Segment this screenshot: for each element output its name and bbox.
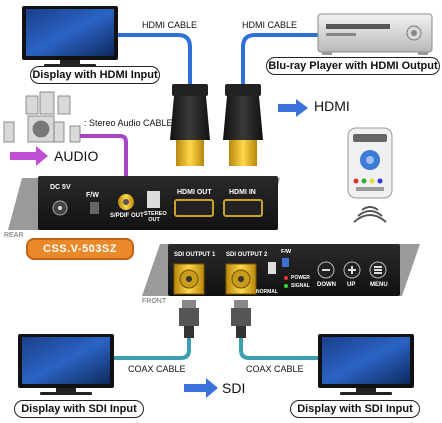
sdi-display-left bbox=[18, 334, 114, 395]
rear-fw-label: F/W bbox=[86, 192, 99, 199]
hdmi-cable-right-label: HDMI CABLE bbox=[242, 20, 298, 30]
bluray-player bbox=[317, 13, 433, 55]
bnc-connector-left bbox=[179, 300, 199, 338]
sdi-arrow bbox=[184, 378, 218, 398]
remote-control bbox=[347, 127, 393, 223]
coax-cable-right-label: COAX CABLE bbox=[246, 364, 304, 374]
model-badge: CSS.V-503SZ bbox=[26, 238, 134, 260]
hdmi-cable-right bbox=[241, 33, 318, 85]
hdmi-cable-left-label: HDMI CABLE bbox=[142, 20, 198, 30]
down-button-label: DOWN bbox=[317, 282, 336, 288]
spdif-label: S/PDIF OUT bbox=[110, 213, 144, 219]
coax-cable-left bbox=[112, 338, 191, 360]
front-label: FRONT bbox=[142, 298, 167, 305]
signal-label: SIGNAL bbox=[291, 283, 310, 289]
hdmi-display bbox=[22, 6, 118, 67]
audio-signal-label: AUDIO bbox=[54, 148, 99, 164]
hdmi-cable-left bbox=[98, 33, 192, 85]
stereo-out-label: STEREO OUT bbox=[144, 211, 167, 223]
speaker-set bbox=[3, 91, 81, 143]
coax-cable-left-label: COAX CABLE bbox=[128, 364, 186, 374]
sdi-output-1-label: SDI OUTPUT 1 bbox=[174, 252, 216, 258]
sdi-display-right-label: Display with SDI Input bbox=[290, 400, 420, 418]
sdi-display-right bbox=[318, 334, 414, 395]
hdmi-signal-label: HDMI bbox=[314, 98, 350, 114]
up-button-label: UP bbox=[347, 282, 356, 288]
menu-button-label: MENU bbox=[370, 282, 388, 288]
normal-label: NORMAL bbox=[256, 289, 278, 295]
coax-cable-right bbox=[239, 338, 318, 360]
hdmi-in-label: HDMI IN bbox=[229, 189, 256, 196]
audio-arrow bbox=[10, 146, 48, 166]
hdmi-plug-right bbox=[223, 84, 263, 166]
front-panel bbox=[142, 244, 420, 296]
hdmi-out-label: HDMI OUT bbox=[177, 189, 212, 196]
bnc-connector-right bbox=[231, 300, 251, 338]
front-fw-label: F/W bbox=[281, 249, 292, 255]
hdmi-arrow bbox=[278, 99, 308, 117]
rear-panel bbox=[8, 176, 280, 230]
bluray-label: Blu-ray Player with HDMI Output bbox=[266, 57, 440, 75]
power-label: POWER bbox=[291, 275, 310, 281]
sdi-display-left-label: Display with SDI Input bbox=[14, 400, 144, 418]
hdmi-display-label: Display with HDMI Input bbox=[30, 66, 160, 84]
stereo-audio-cable-label: : Stereo Audio CABLE bbox=[84, 118, 173, 128]
hdmi-plug-left bbox=[170, 84, 210, 166]
sdi-output-2-label: SDI OUTPUT 2 bbox=[226, 252, 268, 258]
rear-label: REAR bbox=[4, 232, 24, 239]
dc-label: DC 5V bbox=[50, 184, 71, 191]
sdi-signal-label: SDI bbox=[222, 380, 246, 396]
audio-cable bbox=[80, 134, 128, 180]
